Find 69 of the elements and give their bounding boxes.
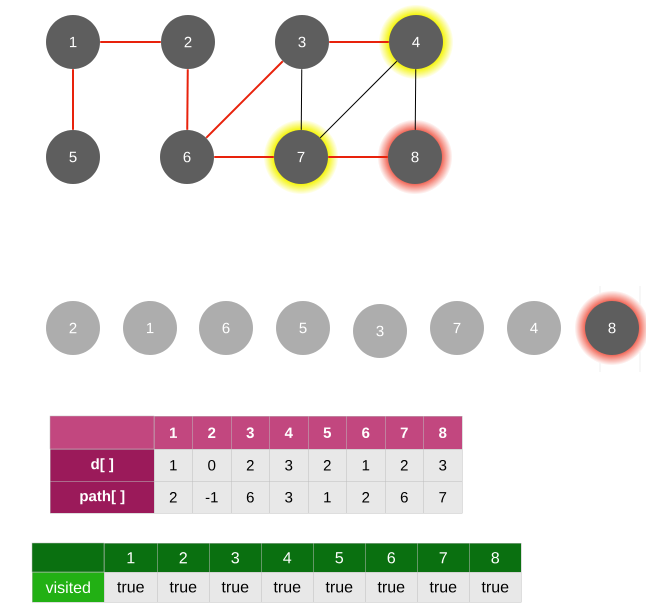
table-cell: 1	[308, 481, 346, 514]
table-cell: true	[104, 572, 158, 602]
circle-node: 3	[275, 15, 329, 69]
edge-line	[329, 41, 389, 43]
edge-line	[300, 68, 302, 130]
table-cell: true	[313, 572, 366, 602]
circle-node: 1	[46, 15, 100, 69]
circle-node: 5	[46, 130, 100, 184]
table-cell: 2	[346, 481, 386, 514]
circle-node: 7	[430, 301, 484, 355]
table-cell: 3	[423, 449, 462, 482]
table-cell: 6	[231, 481, 270, 514]
table-cell: 2	[385, 449, 424, 482]
table-cell: 6	[385, 481, 424, 514]
edge-line	[414, 68, 416, 130]
header-cell: 3	[209, 543, 262, 572]
header-cell: 8	[469, 543, 522, 572]
table-cell: true	[469, 572, 522, 602]
circle-node: 2	[46, 301, 100, 355]
table-cell: true	[261, 572, 314, 602]
table-cell: 0	[192, 449, 232, 482]
header-cell: 6	[365, 543, 418, 572]
circle-node: 1	[123, 301, 177, 355]
table-cell: 3	[269, 449, 308, 482]
table-cell: 2	[308, 449, 346, 482]
row-header-cell: path[ ]	[50, 481, 154, 514]
header-cell: 4	[261, 543, 314, 572]
table-cell: 1	[154, 449, 192, 482]
header-cell: 8	[423, 416, 462, 450]
row-header-cell: d[ ]	[50, 449, 154, 482]
circle-node: 4	[507, 301, 561, 355]
table-cell: true	[209, 572, 262, 602]
circle-node: 5	[276, 301, 330, 355]
edge-line	[206, 60, 284, 138]
header-cell: 7	[385, 416, 424, 450]
edge-line	[186, 69, 189, 130]
header-cell: 5	[313, 543, 366, 572]
edge-line	[72, 69, 74, 130]
circle-node: 6	[160, 130, 214, 184]
table-cell: 2	[231, 449, 270, 482]
circle-node: 4	[389, 15, 443, 69]
table-cell: true	[417, 572, 470, 602]
edge-line	[214, 156, 274, 158]
table-cell: true	[157, 572, 210, 602]
edge-line	[320, 60, 398, 138]
table-cell: true	[365, 572, 418, 602]
header-cell: 7	[417, 543, 470, 572]
row-header-cell: visited	[32, 572, 104, 602]
table-cell: 2	[154, 481, 192, 514]
header-cell: 4	[269, 416, 308, 450]
circle-node: 7	[274, 130, 328, 184]
circle-node: 6	[199, 301, 253, 355]
header-cell: 5	[308, 416, 346, 450]
header-cell: 1	[154, 416, 192, 450]
header-cell: 2	[157, 543, 210, 572]
circle-node: 8	[585, 301, 639, 355]
edge-line	[328, 156, 388, 158]
header-cell: 6	[346, 416, 386, 450]
header-cell: 1	[104, 543, 158, 572]
table-cell: 1	[346, 449, 386, 482]
table-cell: -1	[192, 481, 232, 514]
circle-node: 3	[353, 304, 407, 358]
circle-node: 2	[161, 15, 215, 69]
table-cell: 3	[269, 481, 308, 514]
header-cell: 3	[231, 416, 270, 450]
header-cell: 2	[192, 416, 232, 450]
circle-node: 8	[388, 130, 442, 184]
edge-line	[100, 41, 161, 43]
table-cell: 7	[423, 481, 462, 514]
